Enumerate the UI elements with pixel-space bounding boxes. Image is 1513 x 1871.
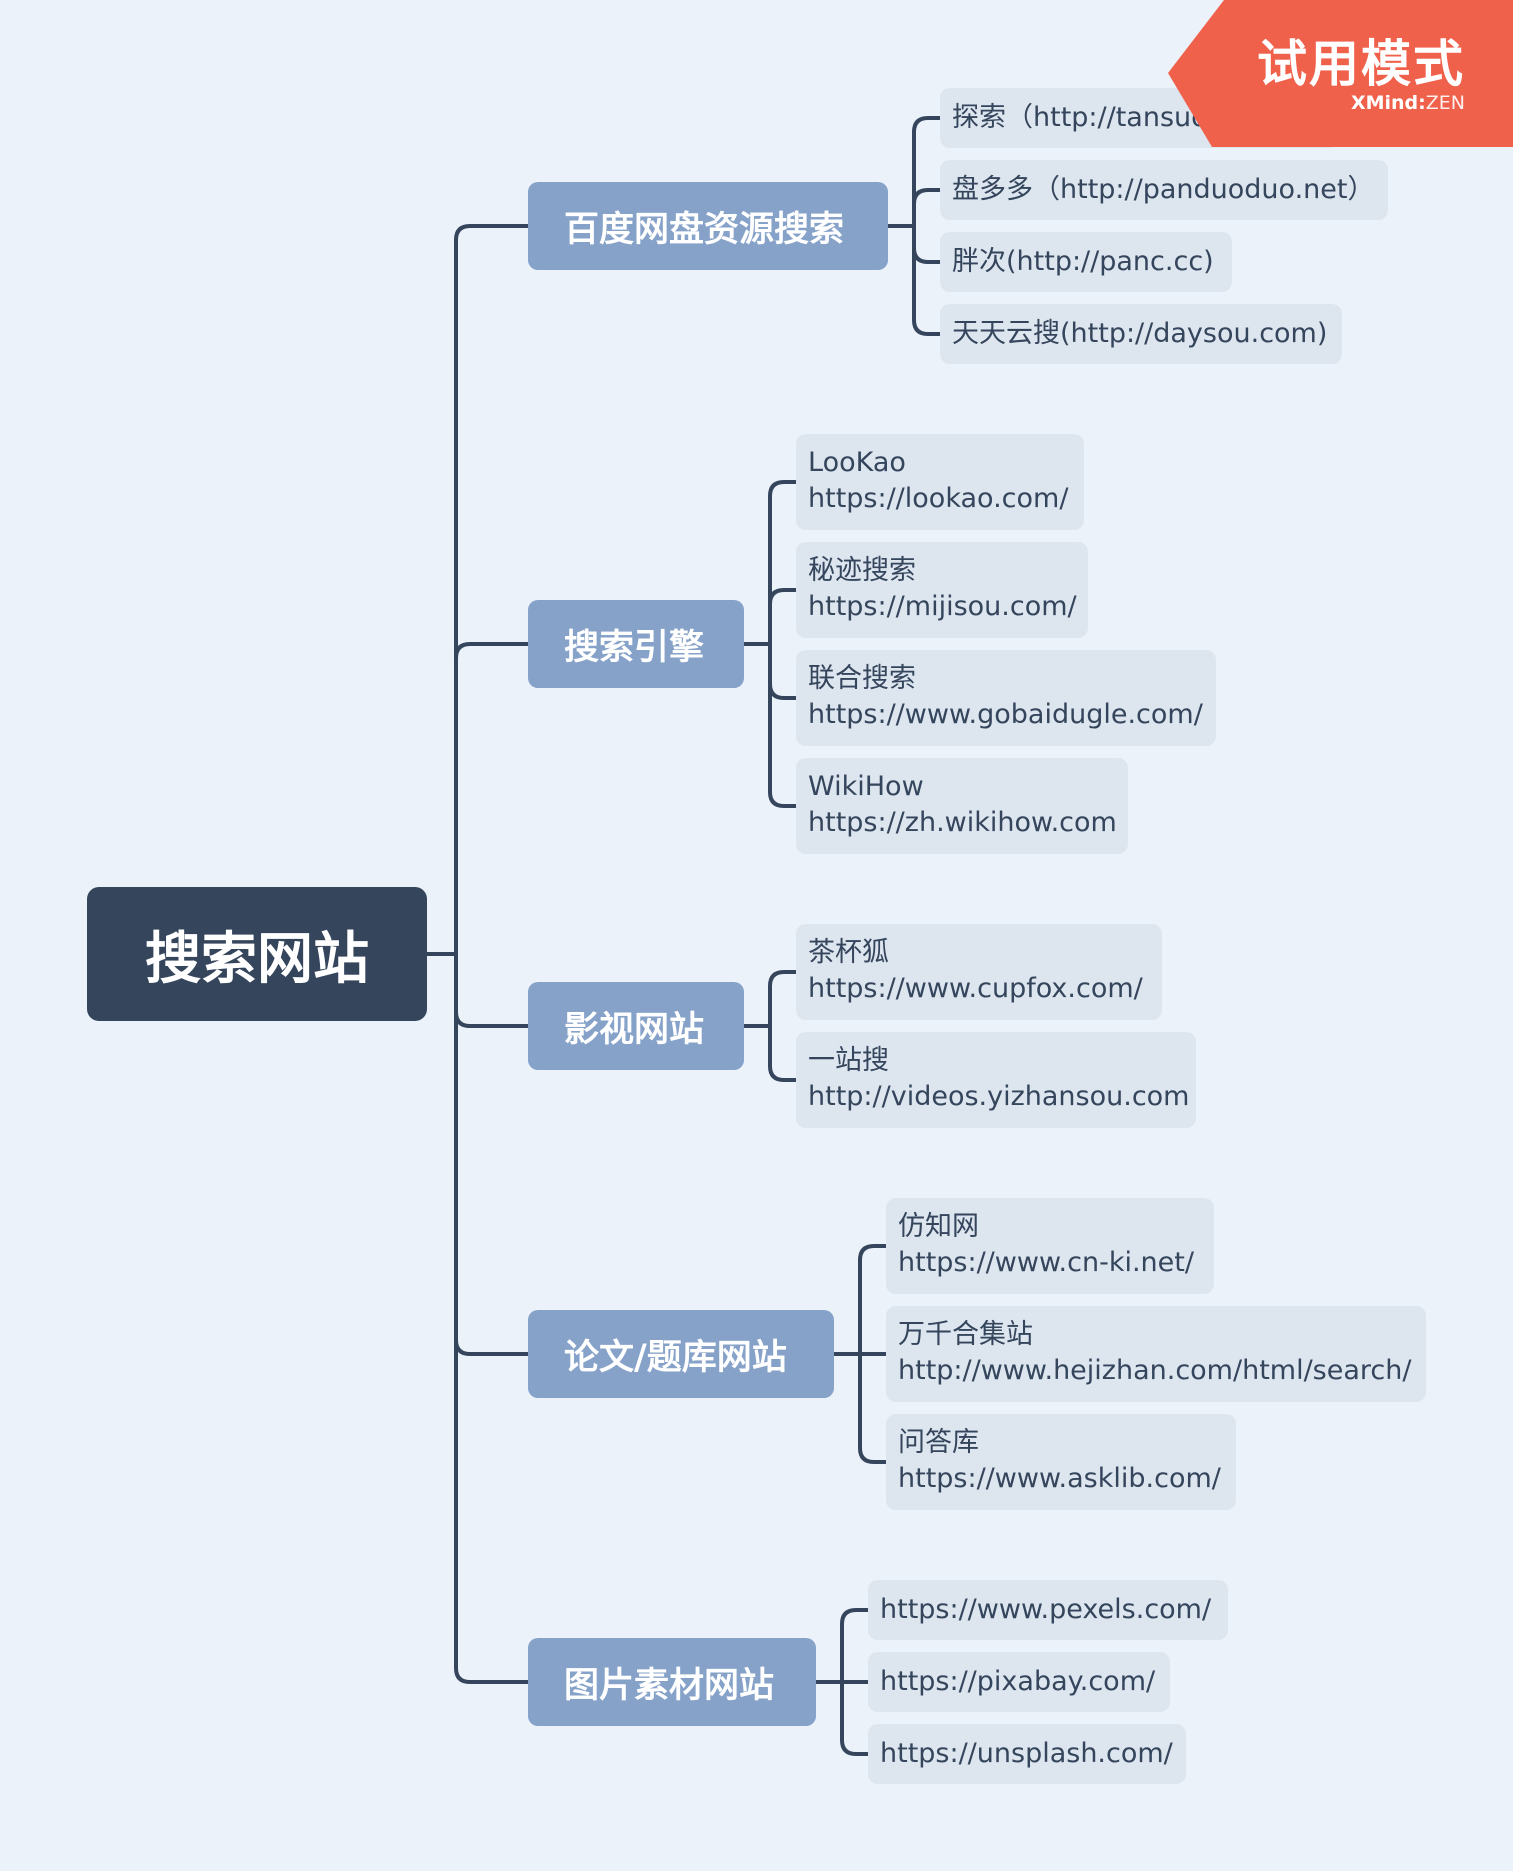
category-topic-video-sites[interactable]: 影视网站: [528, 982, 744, 1070]
watermark-brand-name: XMind: [1350, 92, 1419, 114]
category-topic-baidu-pan[interactable]: 百度网盘资源搜索: [528, 182, 888, 270]
leaf-connector: [912, 188, 940, 226]
leaf-connector: [768, 970, 796, 1026]
leaf-line: https://pixabay.com/: [880, 1666, 1156, 1697]
leaf-title: LooKao: [808, 447, 906, 478]
leaf-topic[interactable]: LooKao https://lookao.com/: [796, 434, 1084, 530]
leaf-topic[interactable]: 一站搜 http://videos.yizhansou.com: [796, 1032, 1196, 1128]
leaf-url: https://mijisou.com/: [808, 591, 1077, 622]
leaf-url: https://www.asklib.com/: [898, 1463, 1221, 1494]
leaf-url: https://lookao.com/: [808, 483, 1069, 514]
trial-mode-watermark: 试用模式 XMind:ZEN: [1168, 0, 1513, 147]
leaf-connector: [768, 480, 796, 644]
leaf-line: 天天云搜(http://daysou.com): [952, 318, 1328, 349]
leaf-connector: [840, 1608, 868, 1682]
leaf-url: http://www.hejizhan.com/html/search/: [898, 1355, 1412, 1386]
category-connector: [454, 954, 528, 1028]
leaf-connector: [768, 644, 796, 808]
leaf-url: http://videos.yizhansou.com: [808, 1081, 1190, 1112]
leaf-connector: [858, 1354, 886, 1464]
leaf-topic[interactable]: 天天云搜(http://daysou.com): [940, 304, 1342, 364]
leaf-title: 仿知网: [898, 1211, 979, 1242]
leaf-connector: [840, 1682, 868, 1756]
category-topic-search-engines[interactable]: 搜索引擎: [528, 600, 744, 688]
leaf-topic[interactable]: 联合搜索 https://www.gobaidugle.com/: [796, 650, 1216, 746]
category-connector: [454, 642, 528, 954]
category-topic-papers-question-banks[interactable]: 论文/题库网站: [528, 1310, 834, 1398]
leaf-title: 一站搜: [808, 1045, 889, 1076]
leaf-title: 万千合集站: [898, 1319, 1033, 1350]
leaf-topic[interactable]: 茶杯狐 https://www.cupfox.com/: [796, 924, 1162, 1020]
leaf-topic[interactable]: WikiHow https://zh.wikihow.com: [796, 758, 1128, 854]
leaf-title: 问答库: [898, 1427, 979, 1458]
leaf-title: WikiHow: [808, 771, 924, 802]
leaf-connector: [912, 226, 940, 336]
leaf-connector: [768, 644, 796, 700]
watermark-title: 试用模式: [1257, 35, 1465, 93]
leaf-line: 盘多多（http://panduoduo.net）: [952, 174, 1375, 205]
leaf-title: 联合搜索: [808, 663, 916, 694]
watermark-edition: ZEN: [1425, 92, 1465, 114]
leaf-topic[interactable]: 秘迹搜索 https://mijisou.com/: [796, 542, 1088, 638]
watermark-brand: XMind:ZEN: [1351, 92, 1465, 114]
leaf-url: https://zh.wikihow.com: [808, 807, 1117, 838]
leaf-line: https://unsplash.com/: [880, 1738, 1173, 1769]
leaf-topic[interactable]: 万千合集站 http://www.hejizhan.com/html/searc…: [886, 1306, 1426, 1402]
leaf-title: 茶杯狐: [808, 937, 889, 968]
leaf-topic[interactable]: 问答库 https://www.asklib.com/: [886, 1414, 1236, 1510]
leaf-title: 秘迹搜索: [808, 555, 916, 586]
leaf-url: https://www.cupfox.com/: [808, 973, 1143, 1004]
leaf-topic[interactable]: https://pixabay.com/: [868, 1652, 1170, 1712]
watermark-separator: :: [1418, 92, 1426, 114]
leaf-topic[interactable]: 盘多多（http://panduoduo.net）: [940, 160, 1388, 220]
leaf-line: 胖次(http://panc.cc): [952, 246, 1214, 277]
leaf-url: https://www.cn-ki.net/: [898, 1247, 1194, 1278]
leaf-line: https://www.pexels.com/: [880, 1594, 1212, 1625]
category-connector: [454, 954, 528, 1684]
leaf-topic[interactable]: 仿知网 https://www.cn-ki.net/: [886, 1198, 1214, 1294]
category-topic-image-assets[interactable]: 图片素材网站: [528, 1638, 816, 1726]
leaf-topic[interactable]: https://www.pexels.com/: [868, 1580, 1228, 1640]
leaf-topic[interactable]: https://unsplash.com/: [868, 1724, 1186, 1784]
category-connector: [454, 954, 528, 1356]
leaf-connector: [912, 116, 940, 226]
category-connector: [454, 224, 528, 954]
leaf-connector: [912, 226, 940, 264]
leaf-topic[interactable]: 胖次(http://panc.cc): [940, 232, 1232, 292]
watermark-banner-shape: [1168, 0, 1513, 147]
root-topic[interactable]: 搜索网站: [87, 887, 427, 1021]
leaf-url: https://www.gobaidugle.com/: [808, 699, 1203, 730]
leaf-connector: [768, 1026, 796, 1082]
leaf-connector: [768, 588, 796, 644]
leaf-connector: [858, 1244, 886, 1354]
